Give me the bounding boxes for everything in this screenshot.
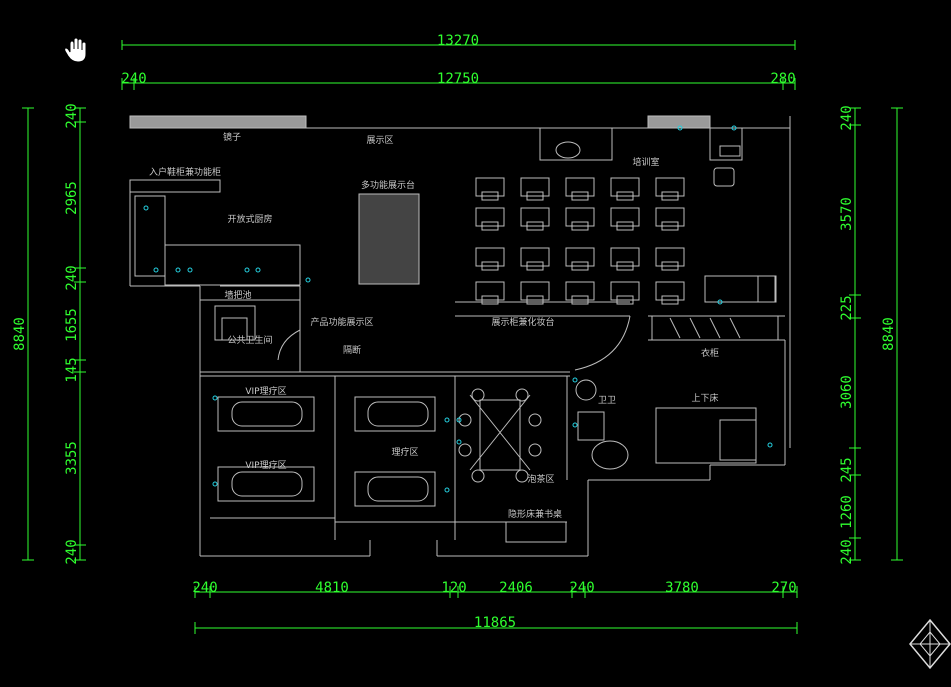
training-chair (520, 281, 550, 301)
training-chair-seat (481, 261, 499, 271)
dim-bottom-seg: 120 (441, 580, 466, 596)
dim-bottom-seg: 270 (771, 580, 796, 596)
dim-left-seg: 3355 (64, 441, 80, 475)
label-mop-pool: 墙把池 (224, 289, 251, 301)
training-chair-seat (526, 221, 544, 231)
dim-right-seg: 3570 (839, 197, 855, 231)
dim-bottom-seg: 2406 (499, 580, 533, 596)
dim-bottom-seg: 3780 (665, 580, 699, 596)
tea-table (458, 388, 542, 483)
dim-left-overall: 8840 (12, 317, 28, 351)
training-chairs-grid (475, 177, 685, 305)
training-chair (475, 177, 505, 197)
dim-left-seg: 240 (64, 103, 80, 128)
dim-top-middle: 12750 (437, 71, 479, 87)
label-multi-display: 多功能展示台 (361, 179, 415, 191)
label-partition: 隔断 (343, 344, 361, 356)
training-chair (565, 207, 595, 227)
training-chair-seat (616, 261, 634, 271)
label-training-room: 培训室 (632, 156, 659, 168)
training-chair (520, 177, 550, 197)
training-chair-seat (661, 221, 679, 231)
label-bathroom: 卫卫 (598, 396, 616, 406)
bathroom-fixtures (555, 141, 741, 470)
training-chair (565, 281, 595, 301)
dim-right-seg: 240 (839, 105, 855, 130)
dim-top-left: 240 (121, 71, 146, 87)
training-chair-seat (481, 221, 499, 231)
training-chair-seat (571, 261, 589, 271)
label-therapy: 理疗区 (391, 446, 418, 458)
label-entry-cabinet: 入户鞋柜兼功能柜 (149, 166, 221, 178)
label-hidden-bed: 隐形床兼书桌 (508, 508, 562, 520)
training-chair-seat (571, 191, 589, 201)
training-chair-seat (616, 221, 634, 231)
training-chair (610, 281, 640, 301)
therapy-beds (217, 396, 436, 507)
label-public-wc: 公共卫生间 (227, 334, 272, 346)
training-chair (565, 247, 595, 267)
label-product-display: 产品功能展示区 (310, 316, 373, 328)
display-stage (358, 193, 420, 285)
label-vip-lower: VIP理疗区 (245, 459, 286, 471)
training-chair (655, 247, 685, 267)
training-chair-seat (481, 295, 499, 305)
outlet-symbols (143, 125, 773, 493)
dim-left-seg: 2965 (64, 181, 80, 215)
dim-top-overall: 13270 (437, 33, 479, 49)
dim-right-seg: 225 (839, 295, 855, 320)
room-labels: 镜子 展示区 培训室 入户鞋柜兼功能柜 开放式厨房 多功能展示台 墙把池 产品功… (149, 131, 719, 520)
training-chair (565, 177, 595, 197)
dim-right-seg: 1260 (839, 495, 855, 529)
dim-left-seg: 240 (64, 539, 80, 564)
training-chair (520, 247, 550, 267)
dim-bottom-seg: 240 (569, 580, 594, 596)
dim-left-seg: 240 (64, 265, 80, 290)
training-chair-seat (616, 191, 634, 201)
dim-bottom-seg: 240 (192, 580, 217, 596)
training-chair-seat (661, 191, 679, 201)
label-tea-area: 泡茶区 (527, 473, 554, 485)
training-chair (655, 177, 685, 197)
dim-top-right: 280 (770, 71, 795, 87)
dim-bottom-overall: 11865 (474, 615, 516, 631)
training-chair-seat (571, 295, 589, 305)
training-chair (610, 177, 640, 197)
dim-left-seg: 145 (64, 357, 80, 382)
dim-right-seg: 240 (839, 539, 855, 564)
training-chair-seat (616, 295, 634, 305)
dim-right-seg: 3060 (839, 375, 855, 409)
training-chair-seat (571, 221, 589, 231)
label-vip-upper: VIP理疗区 (245, 385, 286, 397)
dimension-lines (22, 40, 903, 634)
training-chair-seat (526, 261, 544, 271)
training-chair-seat (526, 191, 544, 201)
label-mirror: 镜子 (223, 131, 241, 143)
training-chair-seat (661, 261, 679, 271)
dim-right-overall: 8840 (881, 317, 897, 351)
label-display-cabinet: 展示柜兼化妆台 (491, 316, 554, 328)
dim-right-seg: 245 (839, 457, 855, 482)
label-wardrobe: 衣柜 (701, 347, 719, 359)
training-chair (655, 207, 685, 227)
training-chair (520, 207, 550, 227)
training-chair (610, 207, 640, 227)
training-chair (610, 247, 640, 267)
training-chair (655, 281, 685, 301)
dimension-labels: 13270 240 12750 280 8840 240 2965 240 16… (12, 33, 897, 631)
training-chair (475, 281, 505, 301)
training-chair (475, 247, 505, 267)
hand-pan-icon[interactable] (64, 37, 87, 63)
training-chair (475, 207, 505, 227)
dim-left-seg: 1655 (64, 308, 80, 342)
training-chair-seat (526, 295, 544, 305)
label-bunk-bed: 上下床 (691, 392, 718, 404)
dim-bottom-seg: 4810 (315, 580, 349, 596)
label-open-kitchen: 开放式厨房 (227, 213, 272, 225)
training-chair-seat (481, 191, 499, 201)
training-chair-seat (661, 295, 679, 305)
label-display-area: 展示区 (366, 135, 393, 146)
navigation-cube-icon[interactable] (909, 618, 951, 670)
